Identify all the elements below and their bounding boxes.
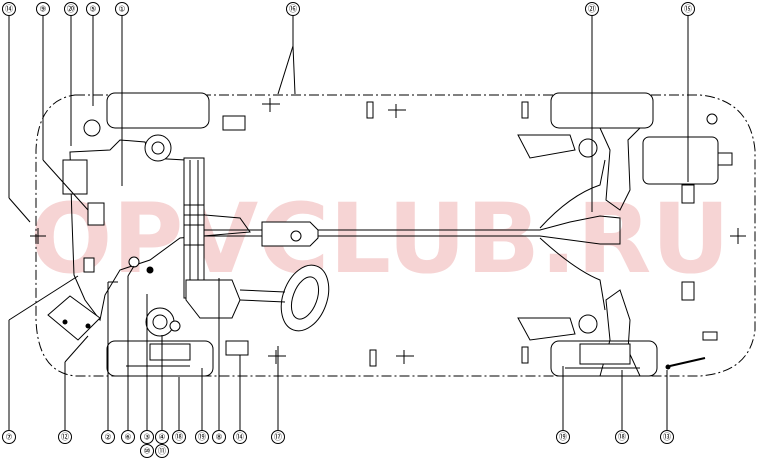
callout-20: ⑳ — [64, 2, 78, 16]
callout-13: ⑬ — [660, 430, 674, 444]
callout-11: ⑪ — [155, 444, 169, 458]
svg-text:⑩: ⑩ — [143, 447, 150, 456]
callout-17: ⑰ — [271, 430, 285, 444]
callout-6: ⑥ — [121, 430, 135, 444]
callouts-bottom: ⑦ ⑫ ② ⑥ ③ ⑩ ④ ⑪ ⑱ ⑲ ⑧ ⑭ ⑰ ⑲ ⑱ ⑬ — [2, 430, 674, 458]
vehicle-body-outline — [35, 94, 756, 377]
svg-text:⑳: ⑳ — [67, 5, 75, 14]
rear-muffler — [642, 113, 733, 185]
svg-text:⑨: ⑨ — [39, 5, 46, 14]
callout-18-left: ⑱ — [172, 430, 186, 444]
svg-text:⑪: ⑪ — [158, 447, 166, 456]
shock-absorber-front-left — [144, 134, 172, 162]
brake-booster — [87, 202, 105, 226]
svg-text:⑱: ⑱ — [618, 433, 626, 442]
antenna — [665, 357, 706, 370]
callout-19-left: ⑲ — [195, 430, 209, 444]
catalytic-converter — [261, 221, 319, 247]
callout-7: ⑦ — [2, 430, 16, 444]
svg-text:⑭: ⑭ — [5, 5, 13, 14]
svg-text:②: ② — [104, 433, 111, 442]
svg-text:⑮: ⑮ — [684, 5, 692, 14]
callout-14-bottom: ⑭ — [233, 430, 247, 444]
callout-3: ③ — [140, 430, 154, 444]
watermark-text: OPVCLUB.RU — [30, 183, 730, 295]
callout-leader-lines — [8, 16, 689, 430]
callout-18-right: ⑱ — [615, 430, 629, 444]
front-right-brake-assembly — [126, 343, 191, 367]
callout-12: ⑫ — [58, 430, 72, 444]
svg-text:⑫: ⑫ — [61, 433, 69, 442]
wheel-rear-left — [550, 92, 654, 129]
svg-text:⑯: ⑯ — [289, 5, 297, 14]
rear-suspension — [517, 127, 641, 377]
svg-text:⑤: ⑤ — [89, 5, 96, 14]
svg-text:⑥: ⑥ — [124, 433, 131, 442]
exhaust-system — [203, 159, 621, 311]
callout-2: ② — [101, 430, 115, 444]
wheel-front-left — [106, 92, 210, 129]
svg-text:⑱: ⑱ — [175, 433, 183, 442]
callout-10: ⑩ — [140, 444, 154, 458]
callout-14-top: ⑭ — [2, 2, 16, 16]
svg-text:③: ③ — [143, 433, 150, 442]
callout-15: ⑮ — [681, 2, 695, 16]
steering-wheel — [239, 264, 330, 332]
callout-1: ① — [115, 2, 129, 16]
connector-blocks — [222, 101, 718, 367]
callout-8: ⑧ — [212, 430, 226, 444]
svg-text:④: ④ — [158, 433, 165, 442]
brake-master-cylinder — [145, 307, 175, 337]
callout-5: ⑤ — [86, 2, 100, 16]
rear-right-brake-assembly — [565, 343, 640, 369]
strut-mount-left — [83, 119, 101, 137]
callout-4: ④ — [155, 430, 169, 444]
svg-text:⑲: ⑲ — [559, 433, 567, 442]
control-unit-module — [47, 295, 101, 341]
svg-text:⑬: ⑬ — [663, 433, 671, 442]
callout-9: ⑨ — [36, 2, 50, 16]
callout-19-right: ⑲ — [556, 430, 570, 444]
callouts-top: ⑭ ⑨ ⑳ ⑤ ① ⑯ ㉑ ⑮ — [2, 2, 695, 16]
sensor-bracket — [83, 257, 95, 273]
svg-text:⑭: ⑭ — [236, 433, 244, 442]
svg-text:⑧: ⑧ — [215, 433, 222, 442]
svg-text:⑦: ⑦ — [5, 433, 12, 442]
steering-column — [145, 157, 241, 337]
callout-21: ㉑ — [585, 2, 599, 16]
engine-compartment — [62, 119, 251, 322]
svg-text:⑲: ⑲ — [198, 433, 206, 442]
svg-text:㉑: ㉑ — [588, 5, 596, 14]
svg-text:①: ① — [118, 5, 125, 14]
washer-reservoir — [62, 159, 88, 195]
callout-16: ⑯ — [286, 2, 300, 16]
svg-text:⑰: ⑰ — [274, 433, 282, 442]
ground-points — [30, 98, 746, 364]
